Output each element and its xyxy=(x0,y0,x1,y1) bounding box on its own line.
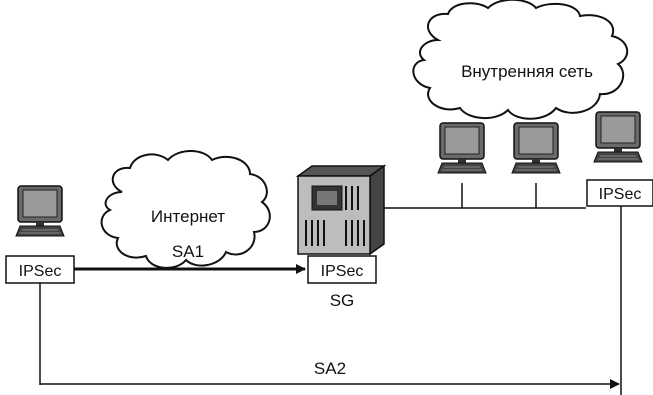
security-gateway-icon xyxy=(295,164,387,256)
internet-cloud: Интернет SA1 xyxy=(100,150,271,269)
left-host-pc-icon xyxy=(15,185,65,237)
sa2-label: SA2 xyxy=(314,359,346,378)
internal-pc-2-icon xyxy=(511,122,561,174)
internal-network-cloud: Внутренняя сеть xyxy=(412,0,628,120)
gateway-caption: SG xyxy=(330,291,355,310)
left-host-ipsec-box: IPSec xyxy=(5,255,75,284)
right-host-pc-icon xyxy=(593,111,643,163)
right-host-ipsec-box: IPSec xyxy=(586,179,653,207)
left-host-ipsec-label: IPSec xyxy=(19,263,62,280)
gateway-ipsec-box: IPSec xyxy=(307,255,377,284)
internal-network-label: Внутренняя сеть xyxy=(461,62,593,81)
sa1-label: SA1 xyxy=(172,242,204,261)
gateway-ipsec-label: IPSec xyxy=(321,263,364,280)
right-host-ipsec-label: IPSec xyxy=(599,186,642,203)
internet-label: Интернет xyxy=(151,207,225,226)
internal-pc-1-icon xyxy=(437,122,487,174)
